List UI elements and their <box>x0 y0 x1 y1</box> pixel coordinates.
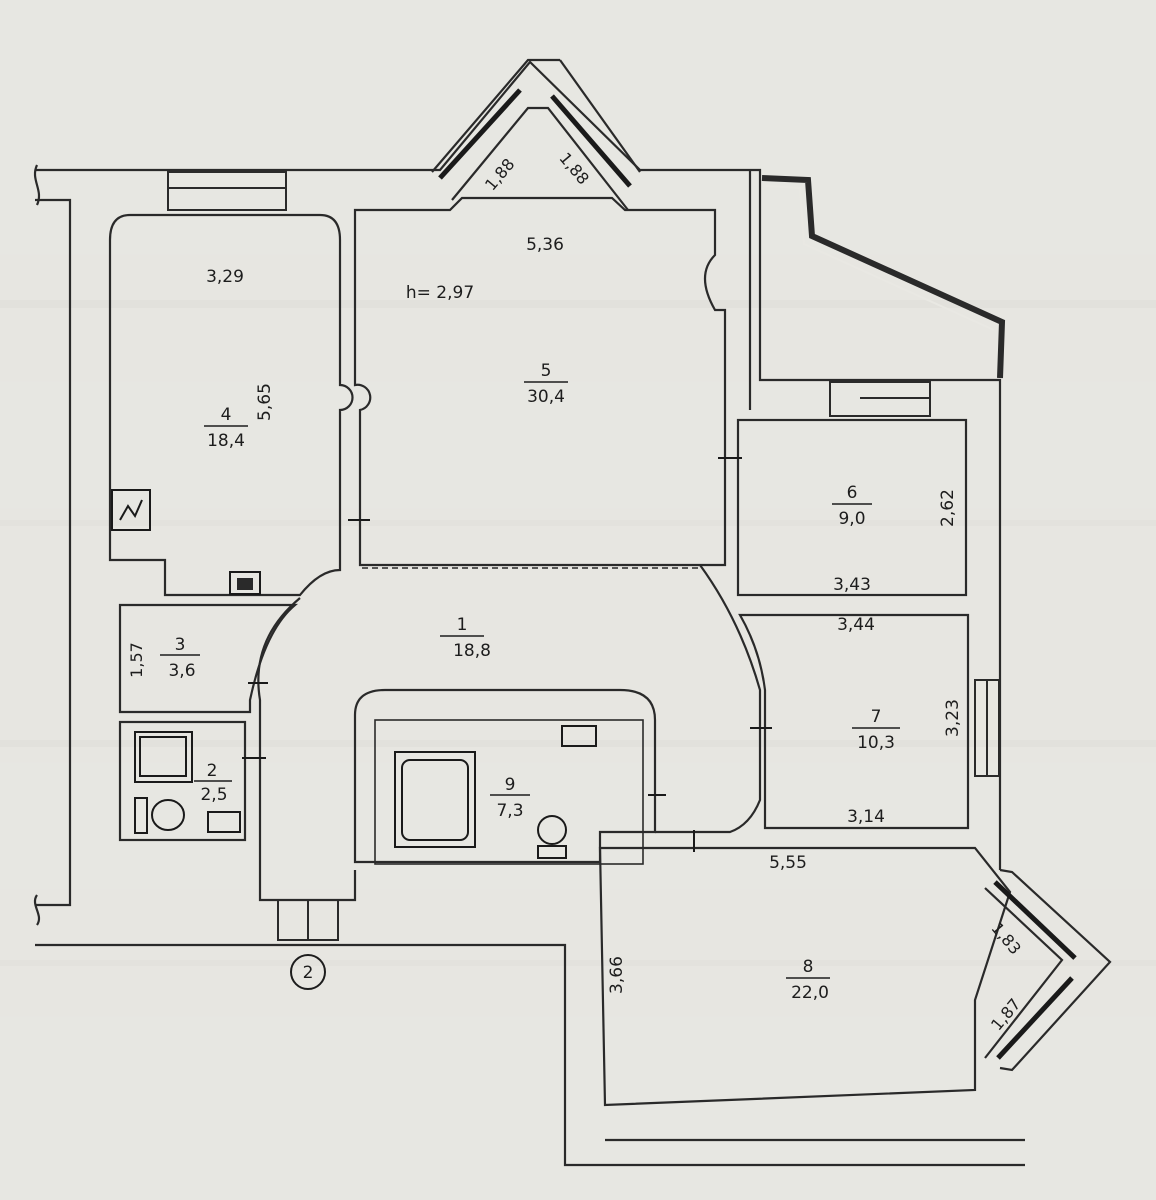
room-2-area: 2,5 <box>200 785 227 805</box>
room-6-area: 9,0 <box>838 509 865 529</box>
room-3-height: 1,57 <box>127 642 146 678</box>
room-6-width: 3,43 <box>833 575 871 595</box>
room-5-area: 30,4 <box>527 387 565 407</box>
room-3-area: 3,6 <box>168 661 195 681</box>
room-7-outline <box>738 613 1000 830</box>
room-7-bottom-width: 3,14 <box>847 807 885 827</box>
room-4-number: 4 <box>221 405 232 425</box>
outer-walls <box>33 60 1025 1167</box>
room-7-number: 7 <box>871 707 882 727</box>
balcony-upper <box>761 175 1006 417</box>
room-8-area: 22,0 <box>791 983 829 1003</box>
room-1-outline <box>257 564 762 941</box>
room-5-number: 5 <box>541 361 552 381</box>
room-8-number: 8 <box>803 957 814 977</box>
room-2-number: 2 <box>207 761 218 781</box>
room-9-number: 9 <box>505 775 516 795</box>
axis-marker: 2 <box>290 954 326 990</box>
room-9-outline <box>353 688 657 865</box>
room-6-number: 6 <box>847 483 858 503</box>
top-bay-window <box>431 58 641 211</box>
top-window <box>167 171 287 211</box>
right-bay-window <box>984 868 1112 1072</box>
room-3-outline <box>118 603 299 714</box>
room-7-height: 3,23 <box>943 699 963 737</box>
room-4-height: 5,65 <box>255 383 275 421</box>
room-7-area: 10,3 <box>857 733 895 753</box>
room-4-area: 18,4 <box>207 431 245 451</box>
room-8-width: 5,55 <box>769 853 807 873</box>
room-5-outline <box>353 196 727 569</box>
room-4-outline <box>108 213 354 597</box>
room-4-width: 3,29 <box>206 267 244 287</box>
room-1-number: 1 <box>457 615 468 635</box>
room-6-outline <box>736 418 968 597</box>
room-5-width: 5,36 <box>526 235 564 255</box>
axis-marker-label: 2 <box>303 963 314 983</box>
room-8-outline <box>598 846 1012 1107</box>
room-6-height: 2,62 <box>938 489 958 527</box>
ceiling-height: h= 2,97 <box>406 283 474 303</box>
room-8-height: 3,66 <box>607 956 627 994</box>
room-3-number: 3 <box>175 635 186 655</box>
room-1-area: 18,8 <box>453 641 491 661</box>
door-markers <box>242 457 772 852</box>
room-9-area: 7,3 <box>496 801 523 821</box>
room-7-top-width: 3,44 <box>837 615 875 635</box>
room-2-outline <box>118 720 247 842</box>
